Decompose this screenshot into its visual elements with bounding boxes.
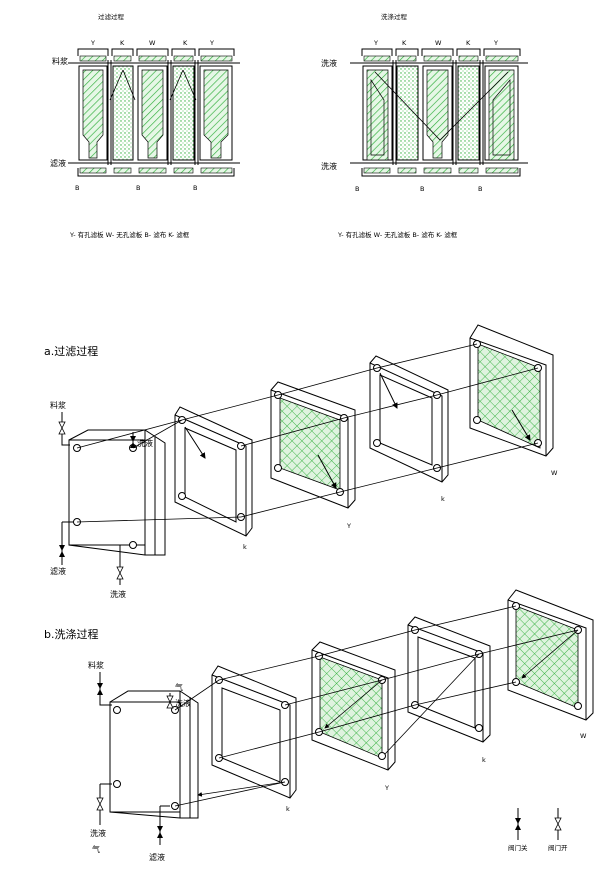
a-tag-k1: k (243, 543, 247, 551)
b-out-label: 滤液 (149, 852, 165, 862)
tr-b3: B (478, 185, 482, 193)
top-left-plate-labels: Y K W K Y (90, 39, 214, 47)
tr-inlet-label: 洗液 (321, 58, 337, 68)
tl-label-y2: Y (209, 39, 214, 47)
tl-label-k2: K (183, 39, 188, 47)
tl-plates (78, 65, 233, 161)
b-wash-top: 洗液 (175, 698, 191, 708)
tl-outlet-label: 滤液 (50, 158, 66, 168)
tl-label-k1: K (120, 39, 125, 47)
tr-b2: B (420, 185, 424, 193)
a-filtrate-label: 滤液 (50, 566, 66, 576)
tl-label-w: W (149, 39, 156, 47)
a-out-wash-label: 洗液 (110, 589, 126, 599)
a-end-block (68, 429, 166, 556)
valve-legend: 阀门关 阀门开 (508, 808, 568, 852)
b-end-block (109, 690, 199, 819)
top-right-schematic: 洗涤过程 Y K W K Y 洗液 洗液 (321, 12, 528, 239)
tr-legend: Y- 有孔滤板 W- 无孔滤板 B- 滤布 K- 滤框 (337, 230, 458, 239)
section-a-title: a.过滤过程 (44, 345, 98, 358)
valve-open-label: 阀门开 (548, 843, 568, 852)
b-plate-w (507, 589, 594, 721)
top-left-title: 过滤过程 (98, 12, 125, 21)
b-frame-k2 (407, 616, 491, 743)
tr-label-k2: K (466, 39, 471, 47)
a-in-label: 料浆 (50, 400, 66, 410)
tr-label-k1: K (402, 39, 407, 47)
tl-b2: B (136, 184, 140, 192)
tl-inlet-label: 料浆 (52, 56, 68, 66)
tr-b1: B (355, 185, 359, 193)
tr-label-w: W (435, 39, 442, 47)
b-in-label: 料浆 (88, 660, 104, 670)
a-plate-y (270, 381, 356, 509)
b-plate-y (311, 641, 396, 771)
b-frame-k1 (211, 665, 297, 799)
tr-outlet-label: 洗液 (321, 161, 337, 171)
section-b-title: b.洗涤过程 (44, 627, 98, 641)
tl-legend: Y- 有孔滤板 W- 无孔滤板 B- 滤布 K- 滤框 (69, 230, 190, 239)
b-tag-w: W (580, 732, 587, 740)
a-wash-label: 洗液 (137, 438, 153, 448)
tl-label-y1: Y (90, 39, 95, 47)
section-b: b.洗涤过程 料浆 气 洗液 洗液 气 滤液 (44, 589, 594, 862)
tl-b3: B (193, 184, 197, 192)
b-tag-y: Y (384, 784, 389, 792)
a-tag-k2: k (441, 495, 445, 503)
b-tag-k2: k (482, 756, 486, 764)
b-tag-k1: k (286, 805, 290, 813)
top-left-schematic: 过滤过程 Y K W K Y 料浆 滤液 (50, 12, 240, 239)
tl-b1: B (75, 184, 79, 192)
top-right-title: 洗涤过程 (381, 12, 408, 21)
tr-plates (362, 65, 519, 161)
a-frame-k2 (369, 355, 449, 483)
b-gas-bottom: 气 (92, 844, 100, 854)
b-wash-bottom: 洗液 (90, 828, 106, 838)
b-gas-top: 气 (175, 682, 183, 692)
a-plate-w (469, 324, 554, 457)
valve-closed-label: 阀门关 (508, 843, 528, 852)
a-tag-w: W (551, 469, 558, 477)
a-frame-k1 (174, 406, 253, 537)
tr-label-y2: Y (493, 39, 498, 47)
tr-label-y1: Y (373, 39, 378, 47)
a-tag-y: Y (346, 522, 351, 530)
section-a: a.过滤过程 料浆 洗液 滤液 洗液 (44, 324, 558, 599)
